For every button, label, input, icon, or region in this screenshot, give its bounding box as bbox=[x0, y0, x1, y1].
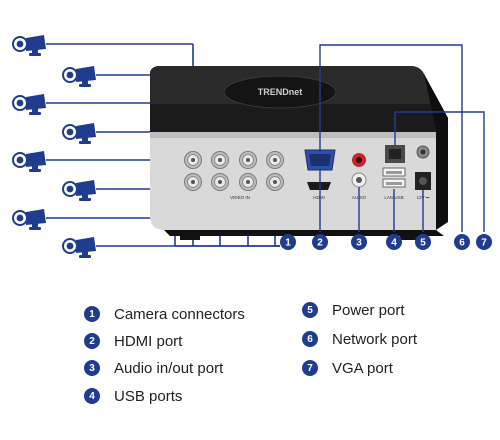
legend-item-7: 7 VGA port bbox=[302, 358, 393, 378]
security-camera-icon bbox=[62, 66, 96, 87]
video-in-connectors bbox=[184, 151, 284, 191]
legend-number-badge: 6 bbox=[302, 331, 318, 347]
callout-badge-2: 2 bbox=[312, 234, 328, 250]
legend-item-4: 4 USB ports bbox=[84, 386, 182, 406]
callout-badge-5: 5 bbox=[415, 234, 431, 250]
svg-text:1: 1 bbox=[285, 238, 291, 249]
vga-port bbox=[304, 149, 336, 171]
callout-badge-3: 3 bbox=[351, 234, 367, 250]
dvr-connection-diagram: TRENDnet VIDEO IN HDMI AUDIO bbox=[12, 35, 492, 258]
security-camera-icon bbox=[12, 35, 46, 56]
legend-label: Audio in/out port bbox=[114, 359, 224, 377]
legend-item-3: 3 Audio in/out port bbox=[84, 358, 223, 378]
security-camera-icon bbox=[12, 151, 46, 172]
security-camera-icon bbox=[62, 237, 96, 258]
bnc-connector bbox=[266, 151, 284, 169]
legend-item-2: 2 HDMI port bbox=[84, 331, 182, 351]
legend-number-badge: 3 bbox=[84, 360, 100, 376]
bnc-connector bbox=[239, 151, 257, 169]
security-camera-icon bbox=[62, 180, 96, 201]
bnc-connector bbox=[184, 151, 202, 169]
callout-badge-7: 7 bbox=[476, 234, 492, 250]
legend-label: USB ports bbox=[114, 387, 183, 405]
bnc-connector bbox=[184, 173, 202, 191]
svg-text:5: 5 bbox=[420, 238, 426, 249]
security-camera-icon bbox=[62, 123, 96, 144]
legend-label: VGA port bbox=[332, 359, 393, 377]
security-camera-icon bbox=[12, 209, 46, 230]
security-cameras bbox=[12, 35, 96, 258]
legend-item-5: 5 Power port bbox=[302, 300, 405, 320]
legend-label: HDMI port bbox=[114, 332, 183, 350]
legend-number-badge: 7 bbox=[302, 360, 318, 376]
bnc-connector bbox=[211, 173, 229, 191]
bnc-connector bbox=[239, 173, 257, 191]
svg-text:4: 4 bbox=[391, 238, 397, 249]
legend: 1 Camera connectors 2 HDMI port 3 Audio in/ou… bbox=[0, 296, 500, 440]
callout-badge-1: 1 bbox=[280, 234, 296, 250]
legend-number-badge: 4 bbox=[84, 388, 100, 404]
hdmi-port-label: HDMI bbox=[313, 195, 325, 200]
callout-badges: 1 2 3 4 5 6 7 bbox=[275, 234, 492, 250]
lan-usb-ports: LAN USB bbox=[382, 145, 406, 200]
legend-number-badge: 5 bbox=[302, 302, 318, 318]
svg-text:7: 7 bbox=[481, 238, 487, 249]
dvr-device: TRENDnet VIDEO IN HDMI AUDIO bbox=[150, 66, 448, 240]
legend-number-badge: 1 bbox=[84, 306, 100, 322]
bnc-connector bbox=[211, 151, 229, 169]
video-in-label: VIDEO IN bbox=[230, 195, 250, 200]
legend-number-badge: 2 bbox=[84, 333, 100, 349]
legend-label: Network port bbox=[332, 330, 418, 348]
callout-lines bbox=[319, 44, 485, 232]
svg-text:6: 6 bbox=[459, 238, 465, 249]
security-camera-icon bbox=[12, 94, 46, 115]
legend-item-1: 1 Camera connectors bbox=[84, 304, 245, 324]
callout-badge-4: 4 bbox=[386, 234, 402, 250]
svg-text:3: 3 bbox=[356, 238, 362, 249]
brand-logo: TRENDnet bbox=[258, 87, 303, 97]
svg-text:2: 2 bbox=[317, 238, 323, 249]
hdmi-port: HDMI bbox=[307, 182, 331, 200]
legend-item-6: 6 Network port bbox=[302, 329, 417, 349]
callout-badge-6: 6 bbox=[454, 234, 470, 250]
bnc-connector bbox=[266, 173, 284, 191]
legend-label: Power port bbox=[332, 301, 405, 319]
legend-label: Camera connectors bbox=[114, 305, 245, 323]
